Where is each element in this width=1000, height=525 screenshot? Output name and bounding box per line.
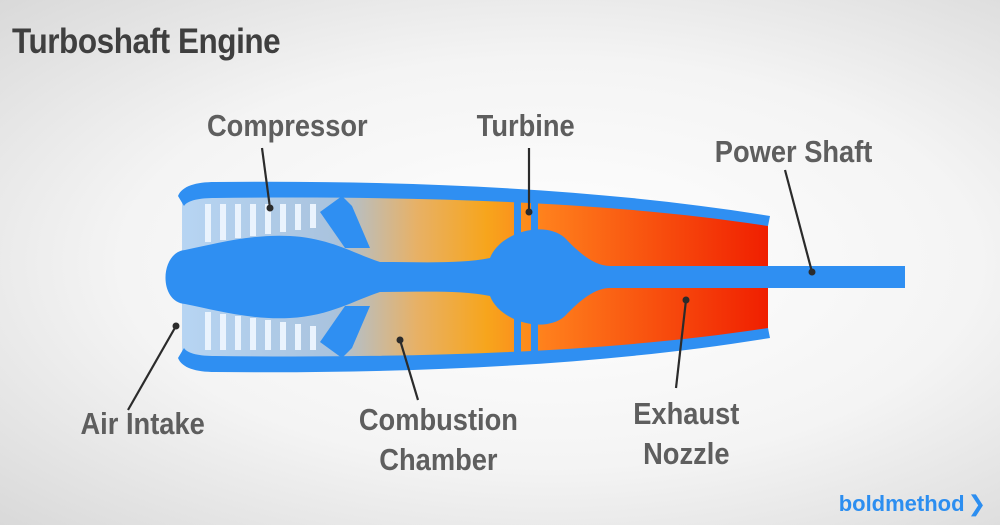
leader-combustion xyxy=(398,339,420,401)
label-combustion-chamber: Combustion Chamber xyxy=(359,400,518,480)
casing-top xyxy=(178,181,770,226)
label-exhaust-line-1: Exhaust xyxy=(633,396,740,431)
leader-dots xyxy=(172,204,816,344)
leader-exhaust xyxy=(674,299,688,389)
combustion-liner-top xyxy=(320,196,370,248)
label-combustion-line-2: Chamber xyxy=(379,442,498,477)
compressor-blades xyxy=(205,204,316,350)
turbine-vanes xyxy=(514,200,538,354)
label-power-shaft: Power Shaft xyxy=(714,134,873,169)
label-compressor: Compressor xyxy=(206,108,368,143)
combustion-liner-bottom xyxy=(320,306,370,358)
leader-air-intake xyxy=(127,325,177,411)
label-combustion-line-1: Combustion xyxy=(358,402,518,437)
label-air-intake: Air Intake xyxy=(80,406,205,441)
chevron-right-icon: ❯ xyxy=(967,491,986,516)
label-turbine: Turbine xyxy=(476,108,575,143)
label-exhaust-line-2: Nozzle xyxy=(643,436,730,471)
label-exhaust-nozzle: Exhaust Nozzle xyxy=(633,394,739,474)
casing-bottom xyxy=(178,328,770,373)
leader-lines xyxy=(127,147,814,411)
brand-name: boldmethod xyxy=(838,491,965,516)
engine-core xyxy=(165,229,905,325)
page-title: Turboshaft Engine xyxy=(12,22,281,61)
leader-compressor xyxy=(260,147,272,209)
leader-power-shaft xyxy=(783,169,814,273)
brand-logo: boldmethod❯ xyxy=(839,491,986,517)
